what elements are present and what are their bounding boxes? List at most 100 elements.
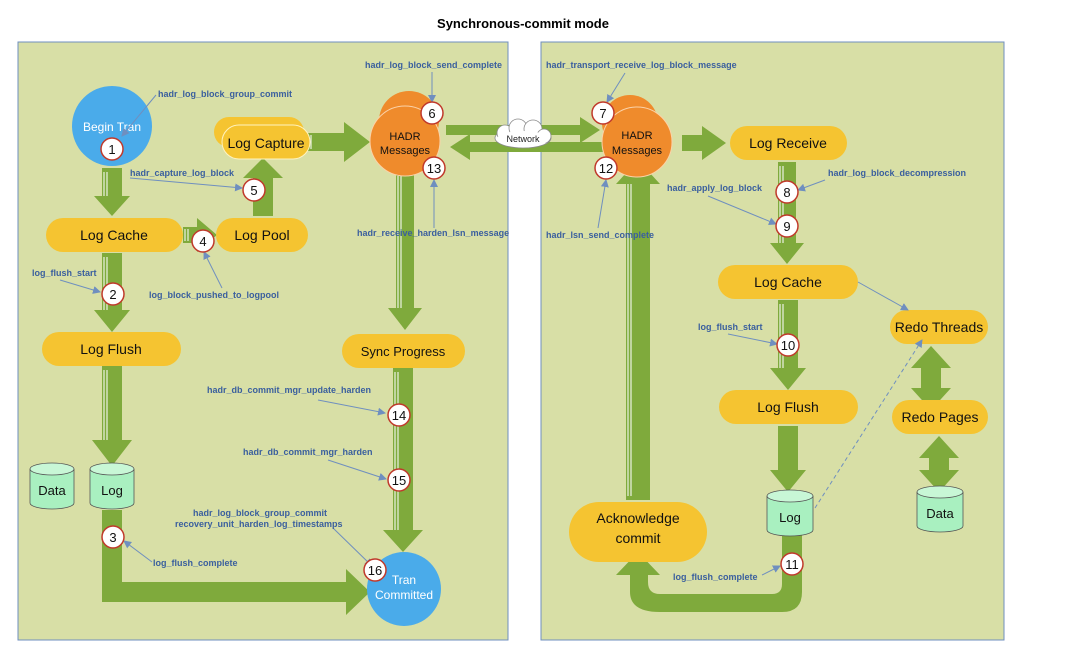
step-5: 5: [242, 178, 266, 202]
log-receive-box: [730, 126, 847, 160]
event-label: hadr_lsn_send_complete: [546, 230, 654, 240]
arrow-log-to-tran: [102, 510, 370, 615]
event-labels: hadr_log_block_group_commit hadr_capture…: [32, 60, 966, 582]
event-label: log_block_pushed_to_logpool: [149, 290, 279, 300]
diagram-title: Synchronous-commit mode: [437, 16, 609, 31]
primary-log-cylinder: [89, 462, 135, 510]
log-flush-box: [42, 332, 181, 366]
event-label: hadr_log_block_group_commit: [193, 508, 327, 518]
log-pool-box: [216, 218, 308, 252]
event-label: hadr_transport_receive_log_block_message: [546, 60, 737, 70]
network-cloud-icon: [494, 118, 552, 149]
primary-log-label: Log: [101, 483, 123, 498]
step-8: 8: [775, 180, 799, 204]
step-16: 16: [363, 558, 387, 582]
svg-text:16: 16: [368, 563, 382, 578]
step-2: 2: [101, 282, 125, 306]
network-label: Network: [506, 134, 540, 144]
secondary-log-cache-label: Log Cache: [754, 274, 822, 290]
svg-text:12: 12: [599, 161, 613, 176]
svg-text:8: 8: [783, 185, 790, 200]
secondary-log-flush-box: [719, 390, 858, 424]
event-label: hadr_db_commit_mgr_update_harden: [207, 385, 371, 395]
log-pool-label: Log Pool: [234, 227, 289, 243]
arrow-log-to-acknowledge: [616, 534, 802, 612]
svg-text:6: 6: [428, 106, 435, 121]
secondary-log-cache-box: [718, 265, 858, 299]
event-label: hadr_db_commit_mgr_harden: [243, 447, 373, 457]
event-label: hadr_log_block_decompression: [828, 168, 966, 178]
event-label: log_flush_complete: [673, 572, 758, 582]
step-13: 13: [422, 156, 446, 180]
svg-text:3: 3: [109, 530, 116, 545]
step-9: 9: [775, 214, 799, 238]
begin-tran-label: Begin Tran: [83, 120, 141, 134]
secondary-log-flush-label: Log Flush: [757, 399, 818, 415]
primary-hadr-label-1: HADR: [389, 131, 420, 143]
acknowledge-commit-box: [569, 502, 707, 562]
tran-committed-label-1: Tran: [392, 573, 416, 587]
log-receive-label: Log Receive: [749, 135, 827, 151]
primary-data-label: Data: [38, 483, 66, 498]
secondary-data-label: Data: [926, 506, 954, 521]
log-cache-box: [46, 218, 183, 252]
step-markers: 1 2 3 4 5 6 7 8 9 10 11 12 13 14 15 16: [100, 101, 804, 582]
arrow-begin-to-logcache: [94, 168, 130, 216]
arrow-hadr-to-sync: [388, 172, 422, 330]
step-11: 11: [780, 552, 804, 576]
secondary-log-label: Log: [779, 510, 801, 525]
arrow-redo-threads-pages: [911, 346, 951, 410]
event-label: recovery_unit_harden_log_timestamps: [175, 519, 343, 529]
redo-pages-label: Redo Pages: [901, 409, 978, 425]
svg-text:4: 4: [199, 234, 206, 249]
svg-text:11: 11: [785, 557, 799, 572]
step-4: 4: [191, 229, 215, 253]
redo-threads-box: [890, 310, 988, 344]
svg-text:7: 7: [599, 106, 606, 121]
svg-text:10: 10: [781, 338, 795, 353]
primary-data-cylinder: [29, 462, 75, 510]
log-cache-label: Log Cache: [80, 227, 148, 243]
event-label: log_flush_start: [698, 322, 763, 332]
tran-committed-label-2: Committed: [375, 588, 433, 602]
secondary-log-cylinder: [766, 489, 814, 537]
step-1: 1: [100, 137, 124, 161]
step-7: 7: [591, 101, 615, 125]
acknowledge-commit-label-1: Acknowledge: [596, 510, 679, 526]
event-label: hadr_receive_harden_lsn_message: [357, 228, 509, 238]
secondary-hadr-label-1: HADR: [621, 130, 652, 142]
svg-text:9: 9: [783, 219, 790, 234]
sync-progress-label: Sync Progress: [361, 344, 446, 359]
sync-progress-box: [342, 334, 465, 368]
svg-text:13: 13: [427, 161, 441, 176]
arrow-logflush-to-log: [92, 366, 132, 466]
svg-text:14: 14: [392, 408, 406, 423]
primary-hadr-label-2: Messages: [380, 145, 431, 157]
redo-pages-box: [892, 400, 988, 434]
line-logcache-to-redo: [857, 281, 909, 311]
svg-text:2: 2: [109, 287, 116, 302]
step-6: 6: [420, 101, 444, 125]
secondary-hadr-circle: [601, 106, 673, 178]
event-label: hadr_capture_log_block: [130, 168, 235, 178]
log-capture-label: Log Capture: [227, 135, 304, 151]
primary-hadr-circle: [369, 105, 441, 177]
step-10: 10: [776, 333, 800, 357]
arrow-capture-to-hadr: [304, 122, 370, 162]
arrow-logflush-to-log-secondary: [770, 426, 806, 492]
svg-text:1: 1: [108, 142, 115, 157]
event-label: log_flush_start: [32, 268, 97, 278]
arrow-redo-pages-data: [919, 436, 959, 492]
event-pointer-lines: [59, 72, 826, 576]
arrow-acknowledge-to-hadr: [616, 160, 660, 500]
step-3: 3: [101, 525, 125, 549]
secondary-data-cylinder: [916, 485, 964, 533]
log-flush-label: Log Flush: [80, 341, 141, 357]
event-label: log_flush_complete: [153, 558, 238, 568]
svg-text:15: 15: [392, 473, 406, 488]
secondary-hadr-label-2: Messages: [612, 145, 663, 157]
svg-text:5: 5: [250, 183, 257, 198]
begin-tran-circle: [72, 86, 152, 166]
step-15: 15: [387, 468, 411, 492]
